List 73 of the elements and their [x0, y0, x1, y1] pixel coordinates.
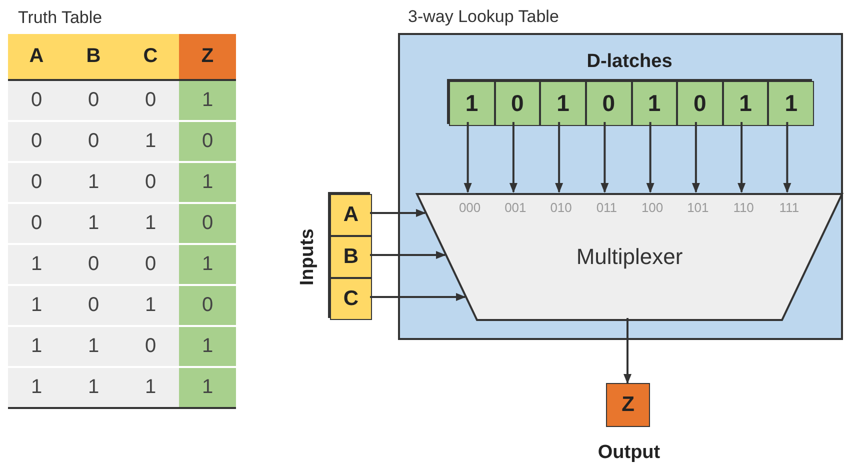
latch-value: 1: [768, 81, 814, 126]
table-value: 0: [8, 162, 65, 203]
arrow: [692, 122, 700, 193]
latch-value: 0: [677, 81, 723, 126]
table-value: 0: [8, 80, 65, 121]
table-value: 0: [179, 203, 236, 244]
table-value: 0: [122, 162, 179, 203]
table-value: 1: [122, 367, 179, 408]
table-value: 0: [122, 80, 179, 121]
table-value: 1: [122, 285, 179, 326]
table-value: 0: [65, 80, 122, 121]
arrow: [509, 122, 518, 193]
table-value: 0: [179, 285, 236, 326]
output-caption: Output: [596, 442, 662, 464]
port-label: 111: [778, 200, 800, 215]
input-label: A: [330, 194, 372, 236]
table-value: 1: [65, 162, 122, 203]
table-value: 0: [122, 326, 179, 367]
port-label: 101: [686, 200, 710, 215]
latch-value: 0: [494, 81, 540, 126]
latch-heading: D-latches: [586, 51, 674, 73]
table-value: 0: [65, 285, 122, 326]
table-value: 1: [8, 244, 65, 285]
table-value: 0: [65, 244, 122, 285]
table-value: 1: [122, 121, 179, 162]
arrow: [738, 122, 746, 193]
table-value: 1: [122, 203, 179, 244]
table-value: 1: [65, 367, 122, 408]
multiplexer-label: Multiplexer: [575, 244, 684, 270]
panel-title: 3-way Lookup Table: [408, 7, 559, 27]
port-label: 010: [549, 200, 573, 215]
table-value: 0: [8, 203, 65, 244]
port-label: 100: [640, 200, 664, 215]
arrow: [646, 122, 654, 193]
table-title: Truth Table: [18, 8, 102, 28]
input-label: C: [330, 278, 372, 320]
table-value: 0: [8, 121, 65, 162]
table-value: 1: [65, 326, 122, 367]
port-label: 000: [458, 200, 482, 215]
column-header: C: [122, 34, 179, 80]
latch-value: 0: [586, 81, 632, 126]
table-value: 1: [179, 367, 236, 408]
table-value: 1: [65, 203, 122, 244]
table-value: 0: [179, 121, 236, 162]
port-label: 110: [732, 200, 755, 215]
latch-value: 1: [449, 81, 495, 126]
latch-value: 1: [722, 81, 768, 126]
table-value: 1: [179, 162, 236, 203]
column-header: B: [65, 34, 122, 80]
table-value: 0: [122, 244, 179, 285]
column-header: A: [8, 34, 65, 80]
arrow: [370, 293, 466, 301]
table-value: 1: [8, 285, 65, 326]
arrow: [624, 318, 632, 384]
table-value: 0: [65, 121, 122, 162]
arrow: [783, 122, 792, 193]
table-value: 1: [179, 80, 236, 121]
table-value: 1: [8, 367, 65, 408]
arrow: [464, 122, 472, 193]
latch-value: 1: [632, 81, 678, 126]
latch-value: 1: [540, 81, 586, 126]
input-label: B: [330, 236, 372, 278]
port-label: 001: [504, 200, 528, 215]
table-value: 1: [8, 326, 65, 367]
port-label: 011: [595, 200, 618, 215]
inputs-heading: Inputs: [297, 228, 319, 287]
arrow: [370, 209, 426, 217]
arrow: [600, 122, 609, 193]
table-value: 1: [179, 244, 236, 285]
table-value: 1: [179, 326, 236, 367]
column-header: Z: [179, 34, 236, 80]
arrow: [555, 122, 564, 193]
arrow: [370, 251, 446, 259]
